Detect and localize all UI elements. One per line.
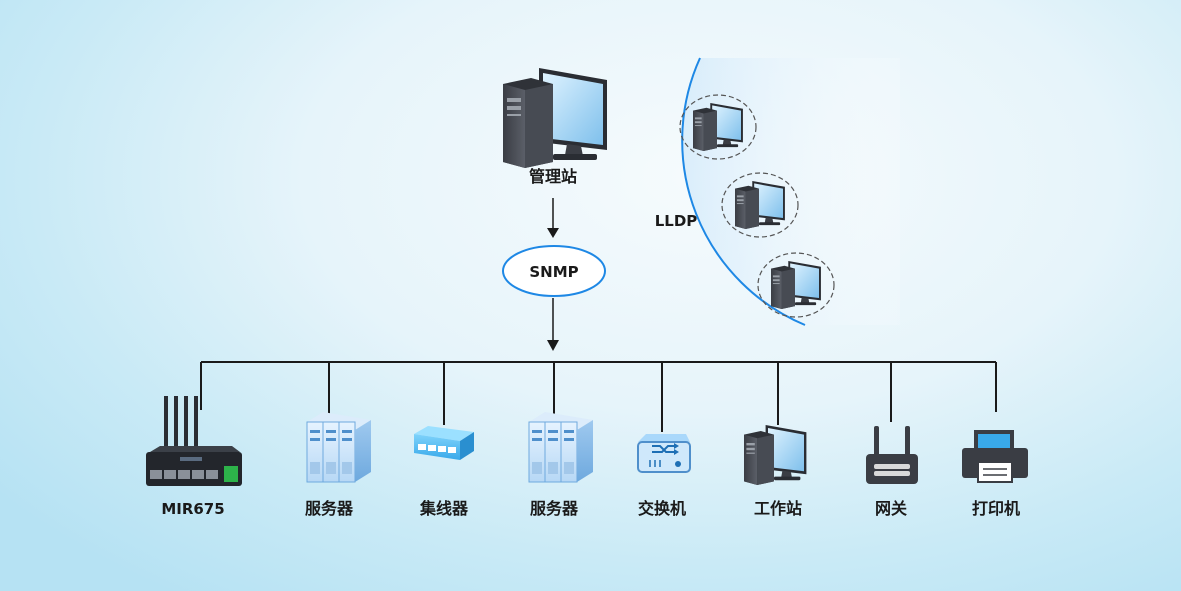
lldp-neighbor-1: [679, 94, 757, 160]
network-bus: [200, 361, 997, 432]
arrow-to-bus: [547, 298, 559, 351]
server-icon: [306, 411, 372, 483]
device-label: 服务器: [530, 499, 579, 518]
workstation-icon: [744, 425, 807, 485]
snmp-label: SNMP: [529, 263, 578, 281]
device-switch: 交换机: [637, 434, 691, 518]
device-gateway: 网关: [866, 426, 918, 518]
gateway-icon: [866, 426, 918, 484]
device-label: 工作站: [754, 499, 802, 518]
device-workstation: 工作站: [744, 425, 807, 518]
device-label: 集线器: [419, 499, 469, 518]
router-icon: [146, 396, 242, 486]
device-printer: 打印机: [962, 430, 1028, 518]
switch-icon: [637, 434, 691, 473]
device-router: MIR675: [146, 396, 242, 518]
arrow-to-snmp: [547, 198, 559, 238]
device-label: 交换机: [638, 499, 686, 518]
device-hub: 集线器: [414, 426, 474, 518]
manager-label: 管理站: [529, 167, 577, 186]
device-label: 打印机: [972, 499, 1020, 518]
lldp-label: LLDP: [655, 212, 698, 230]
computer-icon: [503, 68, 607, 168]
server-icon: [528, 411, 594, 483]
device-server-1: 服务器: [305, 411, 372, 518]
snmp-node: SNMP: [502, 245, 606, 297]
device-label: 网关: [875, 499, 907, 518]
device-label: 服务器: [305, 499, 354, 518]
lldp-neighbor-3: [757, 252, 835, 318]
manager-station: 管理站: [503, 68, 607, 186]
printer-icon: [962, 430, 1028, 483]
hub-icon: [414, 426, 474, 460]
device-server-2: 服务器: [528, 411, 594, 518]
device-label: MIR675: [161, 500, 224, 518]
lldp-neighbor-2: [721, 172, 799, 238]
